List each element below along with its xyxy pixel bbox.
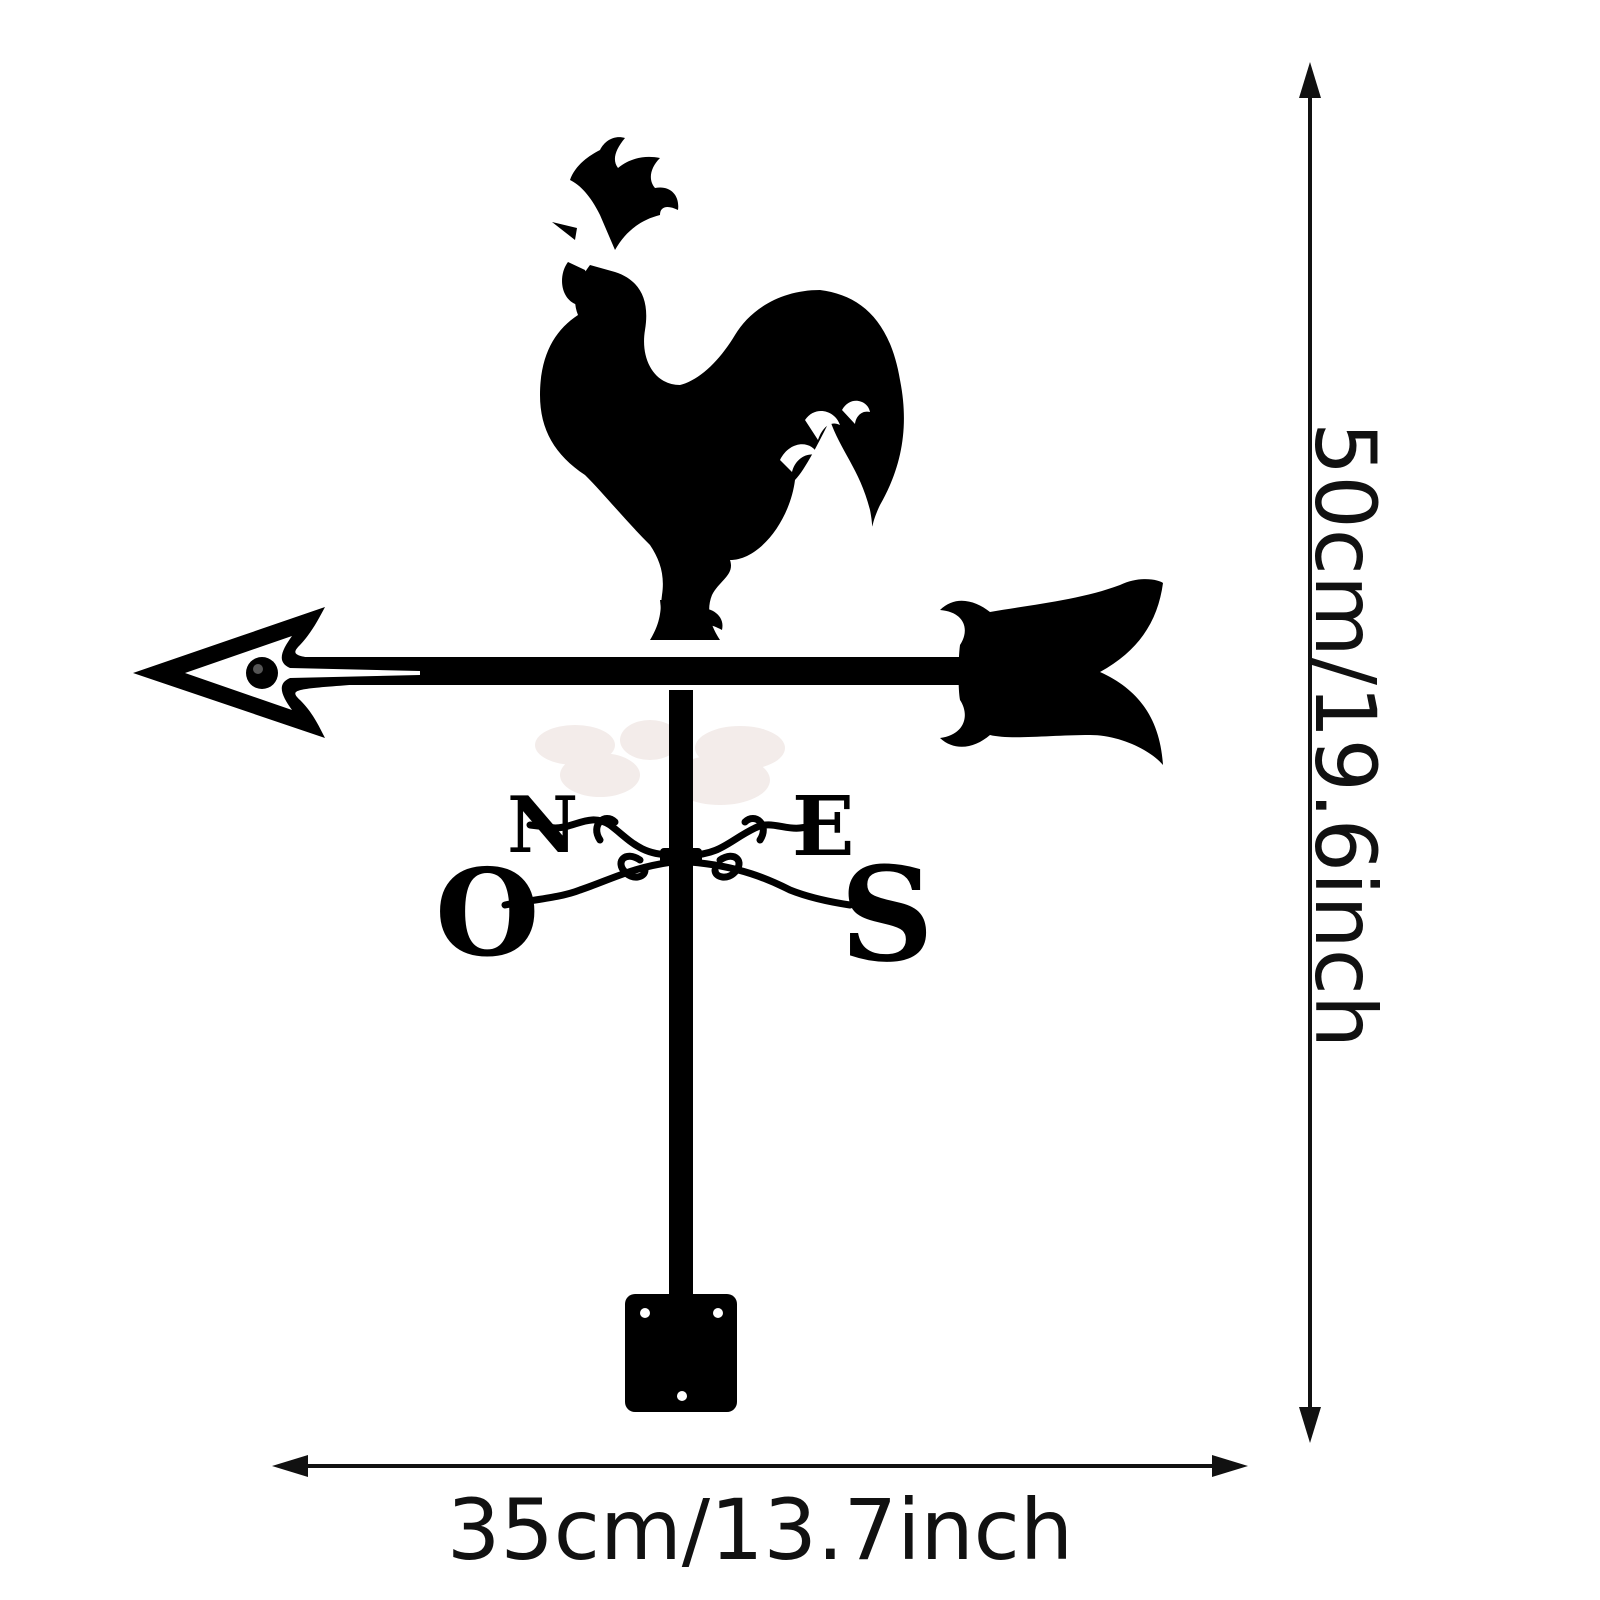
width-dimension-label: 35cm/13.7inch: [446, 1481, 1074, 1579]
width-dimension-line: [272, 1455, 1248, 1477]
arrow-tail: [940, 579, 1163, 765]
arrow-head: [133, 607, 440, 738]
weather-vane: O N E S: [133, 137, 1163, 1412]
rooster-silhouette: [540, 137, 904, 640]
compass-letter-west: O: [435, 843, 540, 984]
height-dimension-label: 50cm/19.6inch: [1296, 421, 1394, 1049]
mounting-plate: [625, 1294, 737, 1412]
compass-letter-east: E: [792, 779, 855, 875]
compass-hub: [660, 848, 702, 864]
compass-letter-south: S: [840, 838, 934, 991]
compass-letter-north: N: [507, 780, 578, 871]
compass-arms: [501, 815, 854, 909]
height-dimension-line: [1299, 62, 1321, 1443]
background-smudge: [535, 720, 785, 805]
